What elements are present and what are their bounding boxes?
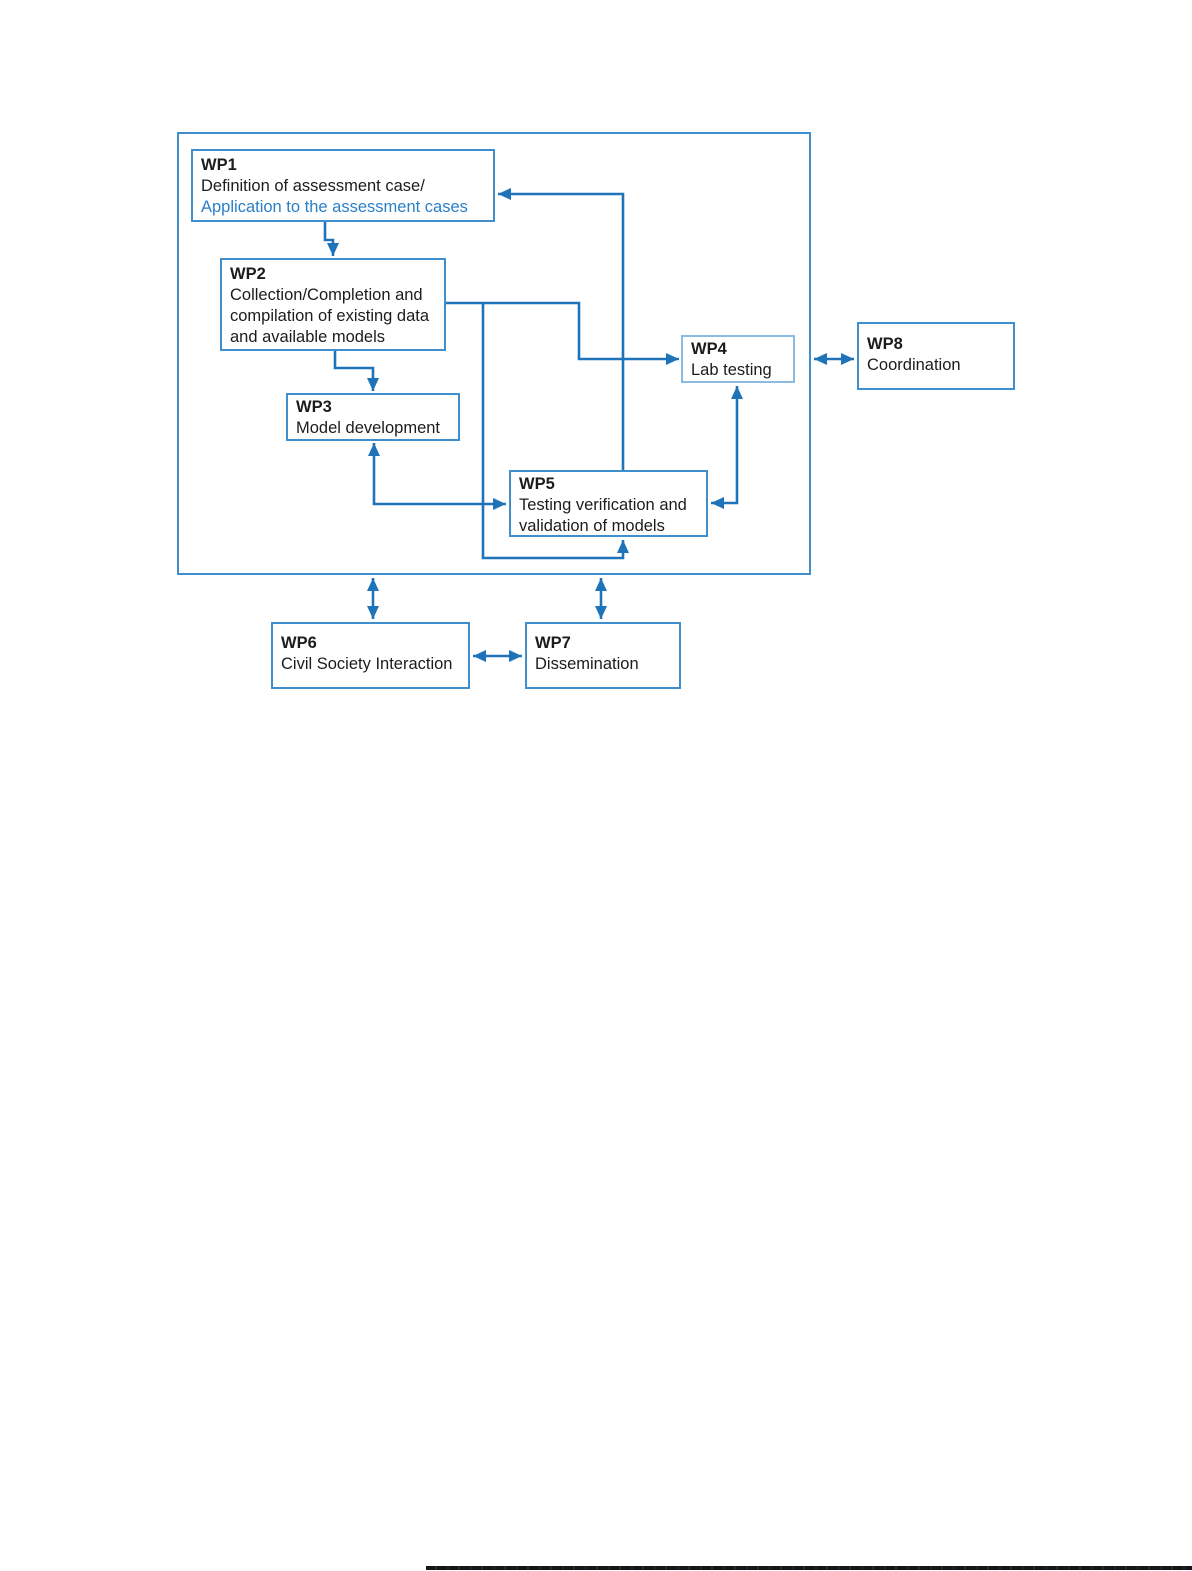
node-wp6-desc: Civil Society Interaction xyxy=(281,655,453,673)
node-wp7: WP7 Dissemination xyxy=(525,622,681,689)
node-wp1: WP1 Definition of assessment case/ Appli… xyxy=(191,149,495,222)
node-wp2-desc-line2: compilation of existing data xyxy=(230,307,430,325)
node-wp7-desc: Dissemination xyxy=(535,655,639,673)
node-wp1-desc-line1: Definition of assessment case/ xyxy=(201,177,425,195)
node-wp8-desc: Coordination xyxy=(867,356,961,374)
node-wp8: WP8 Coordination xyxy=(857,322,1015,390)
node-wp4-desc: Lab testing xyxy=(691,361,772,379)
node-wp1-title: WP1 xyxy=(201,156,237,174)
scan-artifact-line xyxy=(426,1566,1192,1570)
node-wp8-title: WP8 xyxy=(867,335,903,353)
node-wp7-title: WP7 xyxy=(535,634,571,652)
node-wp5: WP5 Testing verification and validation … xyxy=(509,470,708,537)
node-wp6: WP6 Civil Society Interaction xyxy=(271,622,470,689)
node-wp2-title: WP2 xyxy=(230,265,266,283)
node-wp6-title: WP6 xyxy=(281,634,317,652)
node-wp3-desc: Model development xyxy=(296,419,441,437)
node-wp1-desc-line2: Application to the assessment cases xyxy=(201,198,468,216)
node-wp2-desc-line3: and available models xyxy=(230,328,386,346)
node-wp5-desc-line1: Testing verification and xyxy=(519,496,687,514)
node-wp5-desc-line2: validation of models xyxy=(519,517,665,535)
node-wp3: WP3 Model development xyxy=(286,393,460,441)
core-group-boundary xyxy=(177,132,811,575)
node-wp3-title: WP3 xyxy=(296,398,332,416)
node-wp5-title: WP5 xyxy=(519,475,555,493)
node-wp4-title: WP4 xyxy=(691,340,727,358)
node-wp2-desc-line1: Collection/Completion and xyxy=(230,286,423,304)
node-wp4: WP4 Lab testing xyxy=(681,335,795,383)
node-wp2: WP2 Collection/Completion and compilatio… xyxy=(220,258,446,351)
